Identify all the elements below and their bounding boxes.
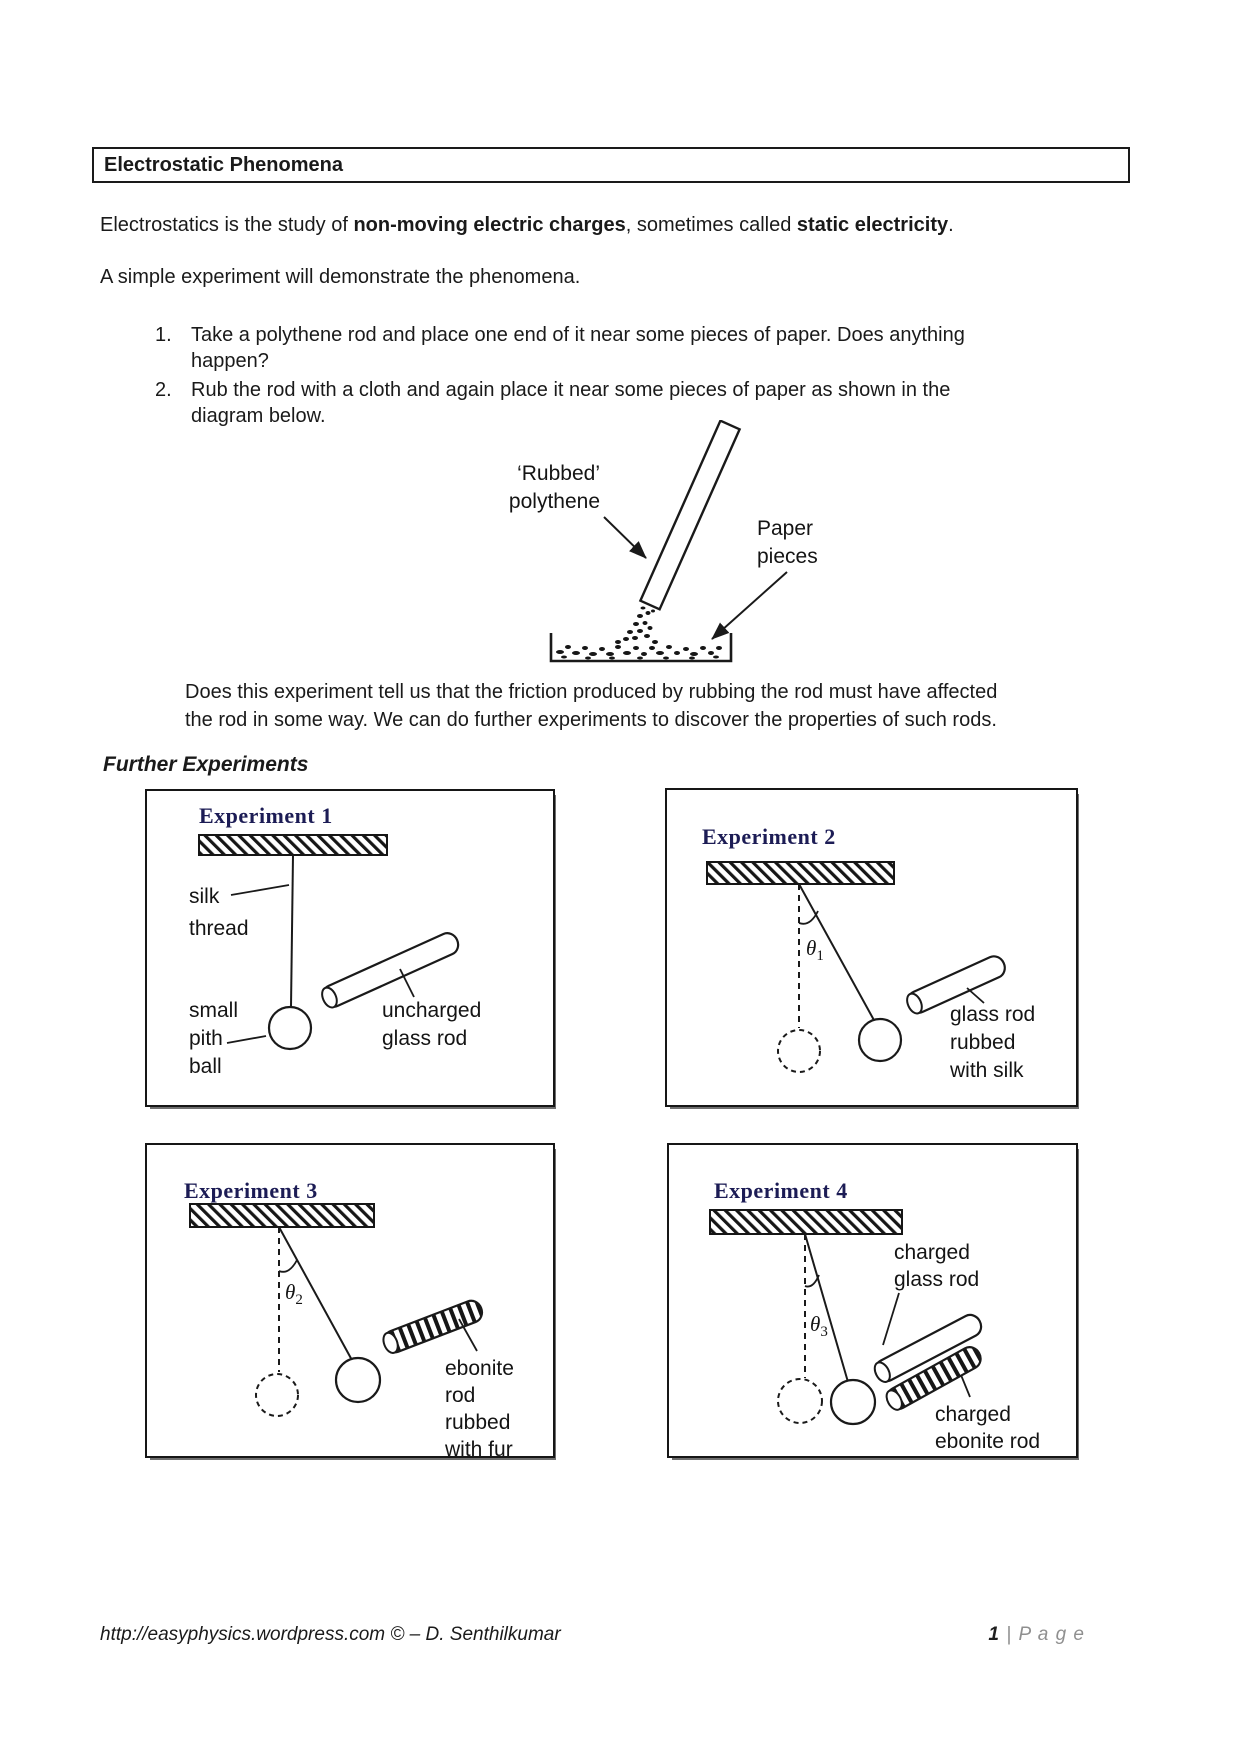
list-item-1: 1. Take a polythene rod and place one en… bbox=[155, 322, 1145, 374]
experiment-1-title: Experiment 1 bbox=[199, 803, 333, 828]
list-item-2: 2. Rub the rod with a cloth and again pl… bbox=[155, 377, 1145, 429]
charged-ebonite-rod-label: charged ebonite rod bbox=[935, 1403, 1041, 1453]
polythene-rod bbox=[638, 420, 742, 611]
experiment-3-box: Experiment 3 θ2 ebonite rod rubbed with … bbox=[145, 1143, 555, 1461]
angle-arc bbox=[278, 1259, 298, 1273]
original-ball-position bbox=[777, 1378, 823, 1424]
intro-bold-1: non-moving electric charges bbox=[353, 214, 626, 236]
discussion-paragraph: Does this experiment tell us that the fr… bbox=[185, 681, 998, 731]
pointer-line bbox=[960, 1374, 971, 1398]
rubbed-polythene-diagram: ‘Rubbed’ polythene Paper pieces bbox=[490, 420, 835, 670]
label-arrow bbox=[603, 516, 647, 559]
theta-3-label: θ3 bbox=[810, 1312, 828, 1341]
intro-bold-2: static electricity bbox=[796, 214, 949, 236]
angle-arc bbox=[804, 1274, 820, 1288]
deflected-thread-line bbox=[804, 1233, 849, 1383]
uncharged-glass-rod-label: uncharged glass rod bbox=[382, 999, 482, 1050]
experiment-2-title: Experiment 2 bbox=[702, 824, 836, 849]
section-title-box: Electrostatic Phenomena bbox=[92, 147, 1130, 183]
rub-diagram-art bbox=[549, 420, 788, 663]
theta-2-label: θ2 bbox=[285, 1280, 303, 1309]
experiment-4-art bbox=[709, 1209, 983, 1426]
experiment-2-box: Experiment 2 θ1 glass rod rubbed with si… bbox=[665, 788, 1078, 1107]
ebonite-rod-rubbed-with-fur-label: ebonite rod rubbed with fur bbox=[445, 1357, 514, 1461]
theta-1-label: θ1 bbox=[806, 936, 824, 965]
experiment-3-title: Experiment 3 bbox=[184, 1178, 318, 1203]
charged-glass-rod bbox=[873, 1313, 983, 1383]
charged-glass-rod-label: charged glass rod bbox=[894, 1241, 980, 1291]
silk-thread-line bbox=[290, 854, 294, 1008]
small-pith-ball-label: small pith ball bbox=[189, 999, 239, 1078]
pointer-line bbox=[399, 968, 415, 998]
intro-text: , sometimes called bbox=[625, 214, 797, 236]
page-number: 1 | P a g e bbox=[988, 1624, 1085, 1645]
ceiling-hatch bbox=[198, 834, 388, 856]
original-ball-position bbox=[255, 1373, 299, 1417]
numbered-list: 1. Take a polythene rod and place one en… bbox=[155, 322, 1145, 432]
list-text: Take a polythene rod and place one end o… bbox=[191, 324, 965, 372]
experiment-3-art bbox=[189, 1203, 484, 1417]
paper-tray bbox=[549, 633, 733, 663]
pointer-line bbox=[458, 1318, 478, 1352]
ceiling-hatch bbox=[709, 1209, 903, 1235]
experiment-4-box: Experiment 4 θ3 charged glass rod charge… bbox=[667, 1143, 1078, 1458]
angle-arc bbox=[798, 910, 819, 925]
uncharged-glass-rod bbox=[321, 932, 460, 1009]
pointer-line bbox=[966, 987, 985, 1004]
experiment-2-art bbox=[706, 861, 1006, 1073]
pith-ball bbox=[829, 1378, 877, 1426]
intro-paragraph: Electrostatics is the study of non-movin… bbox=[100, 212, 1160, 238]
simple-experiment-line: A simple experiment will demonstrate the… bbox=[100, 266, 581, 288]
paper-pieces-label: Paper pieces bbox=[757, 517, 818, 568]
page-title: Electrostatic Phenomena bbox=[104, 154, 343, 176]
intro-text: . bbox=[948, 214, 954, 236]
pointer-line bbox=[882, 1292, 900, 1346]
pith-ball bbox=[857, 1017, 903, 1063]
glass-rod-rubbed-with-silk bbox=[906, 955, 1006, 1015]
experiment-1-art bbox=[198, 834, 460, 1051]
pith-ball bbox=[267, 1005, 313, 1051]
pointer-line bbox=[230, 884, 290, 896]
ceiling-hatch bbox=[189, 1203, 375, 1228]
pith-ball bbox=[334, 1356, 382, 1404]
rubbed-polythene-label: ‘Rubbed’ polythene bbox=[508, 462, 600, 513]
silk-thread-label: silk thread bbox=[189, 885, 249, 940]
intro-text: Electrostatics is the study of bbox=[100, 214, 354, 236]
list-text: Rub the rod with a cloth and again place… bbox=[191, 379, 951, 427]
experiment-4-title: Experiment 4 bbox=[714, 1178, 848, 1203]
charged-ebonite-rod bbox=[885, 1346, 982, 1411]
deflected-thread-line bbox=[798, 883, 876, 1023]
further-experiments-heading: Further Experiments bbox=[103, 753, 309, 776]
glass-rod-rubbed-with-silk-label: glass rod rubbed with silk bbox=[950, 1003, 1036, 1082]
original-ball-position bbox=[777, 1029, 821, 1073]
experiment-1-box: Experiment 1 silk thread small pith ball… bbox=[145, 789, 555, 1107]
pointer-line bbox=[226, 1035, 267, 1044]
deflected-thread-line bbox=[278, 1226, 354, 1363]
footer-credit: http://easyphysics.wordpress.com © – D. … bbox=[100, 1624, 561, 1645]
label-arrow bbox=[711, 571, 788, 640]
list-number: 2. bbox=[155, 379, 172, 401]
ceiling-hatch bbox=[706, 861, 895, 885]
page-footer: http://easyphysics.wordpress.com © – D. … bbox=[100, 1624, 1085, 1646]
ebonite-rod-rubbed-with-fur bbox=[382, 1299, 484, 1354]
paper-specks bbox=[556, 606, 722, 660]
list-number: 1. bbox=[155, 324, 172, 346]
